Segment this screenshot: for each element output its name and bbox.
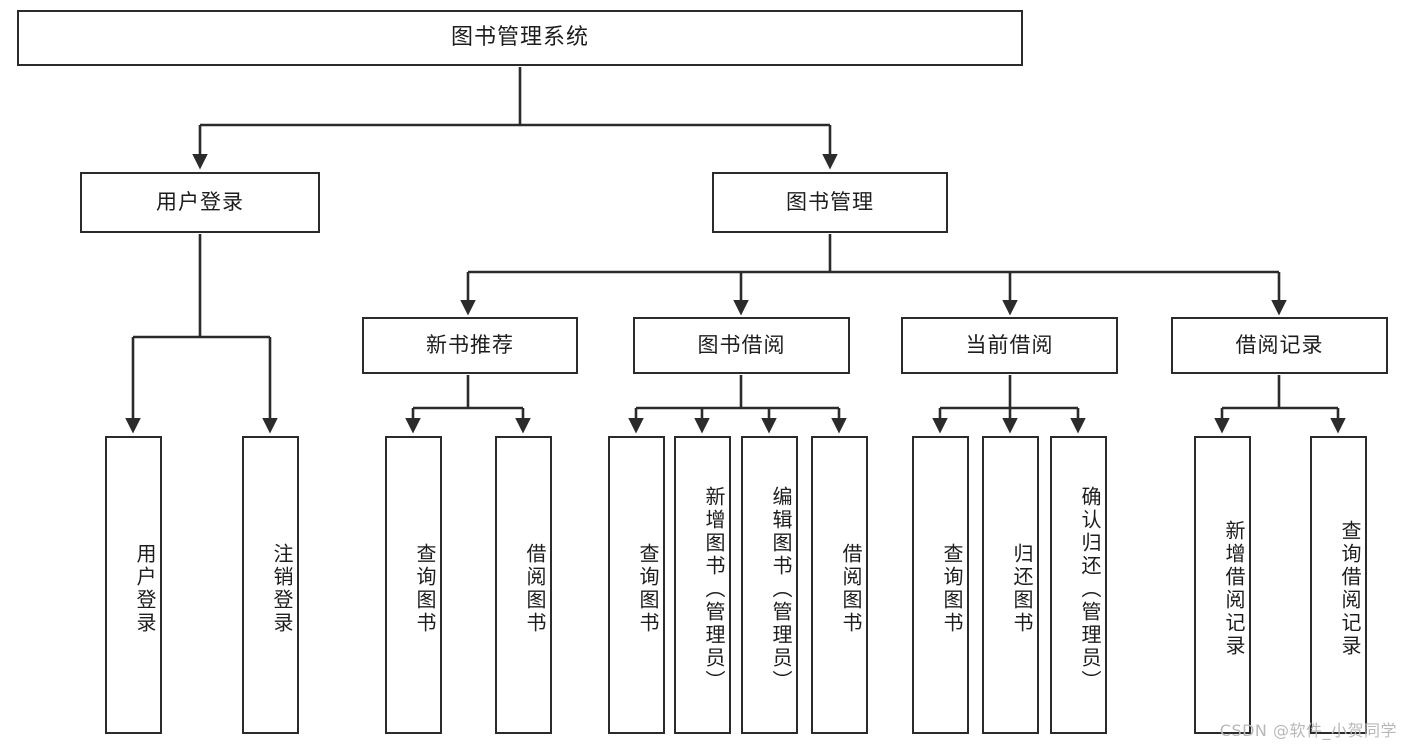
node-user-login[interactable]: 用户登录 xyxy=(80,172,320,233)
leaf-book-borrow-query[interactable]: 查询图书 xyxy=(608,436,665,734)
leaf-book-borrow-edit[interactable]: 编辑图书（管理员） xyxy=(741,436,798,734)
leaf-current-borrow-query[interactable]: 查询图书 xyxy=(912,436,969,734)
node-label: 确认归还（管理员） xyxy=(1078,485,1102,693)
node-label: 编辑图书（管理员） xyxy=(769,485,793,693)
leaf-borrow-record-add[interactable]: 新增借阅记录 xyxy=(1194,436,1251,734)
node-label: 图书借阅 xyxy=(697,332,786,357)
node-label: 图书管理 xyxy=(786,189,874,214)
node-label: 查询借阅记录 xyxy=(1338,520,1362,658)
node-current-borrow[interactable]: 当前借阅 xyxy=(901,317,1118,374)
node-label: 新增图书（管理员） xyxy=(702,485,726,693)
csdn-watermark: CSDN @软件_小贺同学 xyxy=(1219,721,1397,740)
leaf-book-borrow-add[interactable]: 新增图书（管理员） xyxy=(674,436,731,734)
node-label: 用户登录 xyxy=(156,189,244,214)
node-label: 查询图书 xyxy=(413,543,437,635)
leaf-new-book-query[interactable]: 查询图书 xyxy=(385,436,442,734)
leaf-new-book-borrow[interactable]: 借阅图书 xyxy=(495,436,552,734)
leaf-user-login-logout[interactable]: 注销登录 xyxy=(242,436,299,734)
leaf-borrow-record-query[interactable]: 查询借阅记录 xyxy=(1310,436,1367,734)
node-label: 图书管理系统 xyxy=(450,24,589,50)
node-borrow-record[interactable]: 借阅记录 xyxy=(1171,317,1388,374)
leaf-user-login-login[interactable]: 用户登录 xyxy=(105,436,162,734)
node-root-system[interactable]: 图书管理系统 xyxy=(17,10,1023,66)
node-label: 查询图书 xyxy=(940,543,964,635)
node-label: 借阅记录 xyxy=(1235,332,1324,357)
node-label: 归还图书 xyxy=(1010,543,1034,635)
leaf-current-borrow-confirm-return[interactable]: 确认归还（管理员） xyxy=(1050,436,1107,734)
node-label: 用户登录 xyxy=(133,543,157,635)
node-label: 借阅图书 xyxy=(523,543,547,635)
leaf-current-borrow-return[interactable]: 归还图书 xyxy=(982,436,1039,734)
node-book-borrow[interactable]: 图书借阅 xyxy=(633,317,850,374)
node-label: 借阅图书 xyxy=(839,543,863,635)
node-new-book-recommend[interactable]: 新书推荐 xyxy=(362,317,578,374)
node-label: 注销登录 xyxy=(270,543,294,635)
leaf-book-borrow-borrow[interactable]: 借阅图书 xyxy=(811,436,868,734)
node-label: 新书推荐 xyxy=(426,332,514,357)
node-book-management[interactable]: 图书管理 xyxy=(712,172,948,233)
node-label: 当前借阅 xyxy=(965,332,1054,357)
node-label: 查询图书 xyxy=(636,543,660,635)
node-label: 新增借阅记录 xyxy=(1222,520,1246,658)
